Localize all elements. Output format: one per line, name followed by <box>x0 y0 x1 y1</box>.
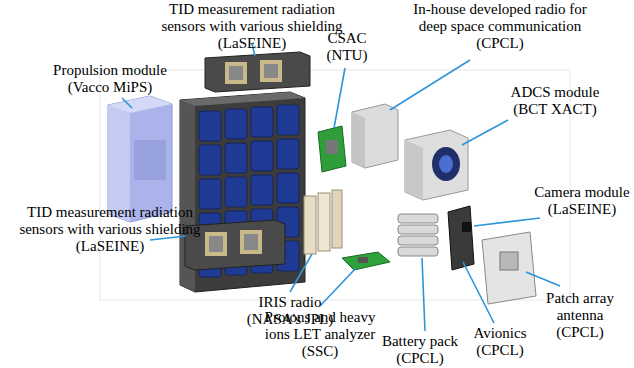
avionics-board <box>448 206 474 270</box>
csac-board <box>318 126 346 172</box>
callout-label: In-house developed radio for deep space … <box>400 1 600 52</box>
callout-label: TID measurement radiation sensors with v… <box>150 1 355 52</box>
leader-lines <box>122 44 560 331</box>
camera-module <box>462 222 471 232</box>
callout-label: Avionics (CPCL) <box>460 325 540 359</box>
radio-box <box>352 104 398 168</box>
callout-label: CSAC (NTU) <box>317 30 377 64</box>
let-analyzer-board <box>342 252 390 270</box>
callout-label: Propulsion module (Vacco MiPS) <box>40 62 180 96</box>
battery-pack <box>398 214 438 256</box>
patch-antenna <box>482 232 536 304</box>
propulsion-module <box>108 96 172 222</box>
callout-label: Battery pack (CPCL) <box>378 333 463 367</box>
satellite-structure <box>180 92 305 292</box>
callout-label: Patch array antenna (CPCL) <box>535 290 625 341</box>
iris-radio <box>304 190 342 254</box>
callout-label: ADCS module (BCT XACT) <box>500 84 610 118</box>
callout-label: TID measurement radiation sensors with v… <box>4 204 216 255</box>
callout-label: Protons and heavy ions LET analyzer (SSC… <box>255 309 385 360</box>
adcs-module <box>405 130 468 200</box>
callout-label: Camera module (LaSEINE) <box>532 184 632 218</box>
tid-sensor-panel <box>205 52 310 92</box>
